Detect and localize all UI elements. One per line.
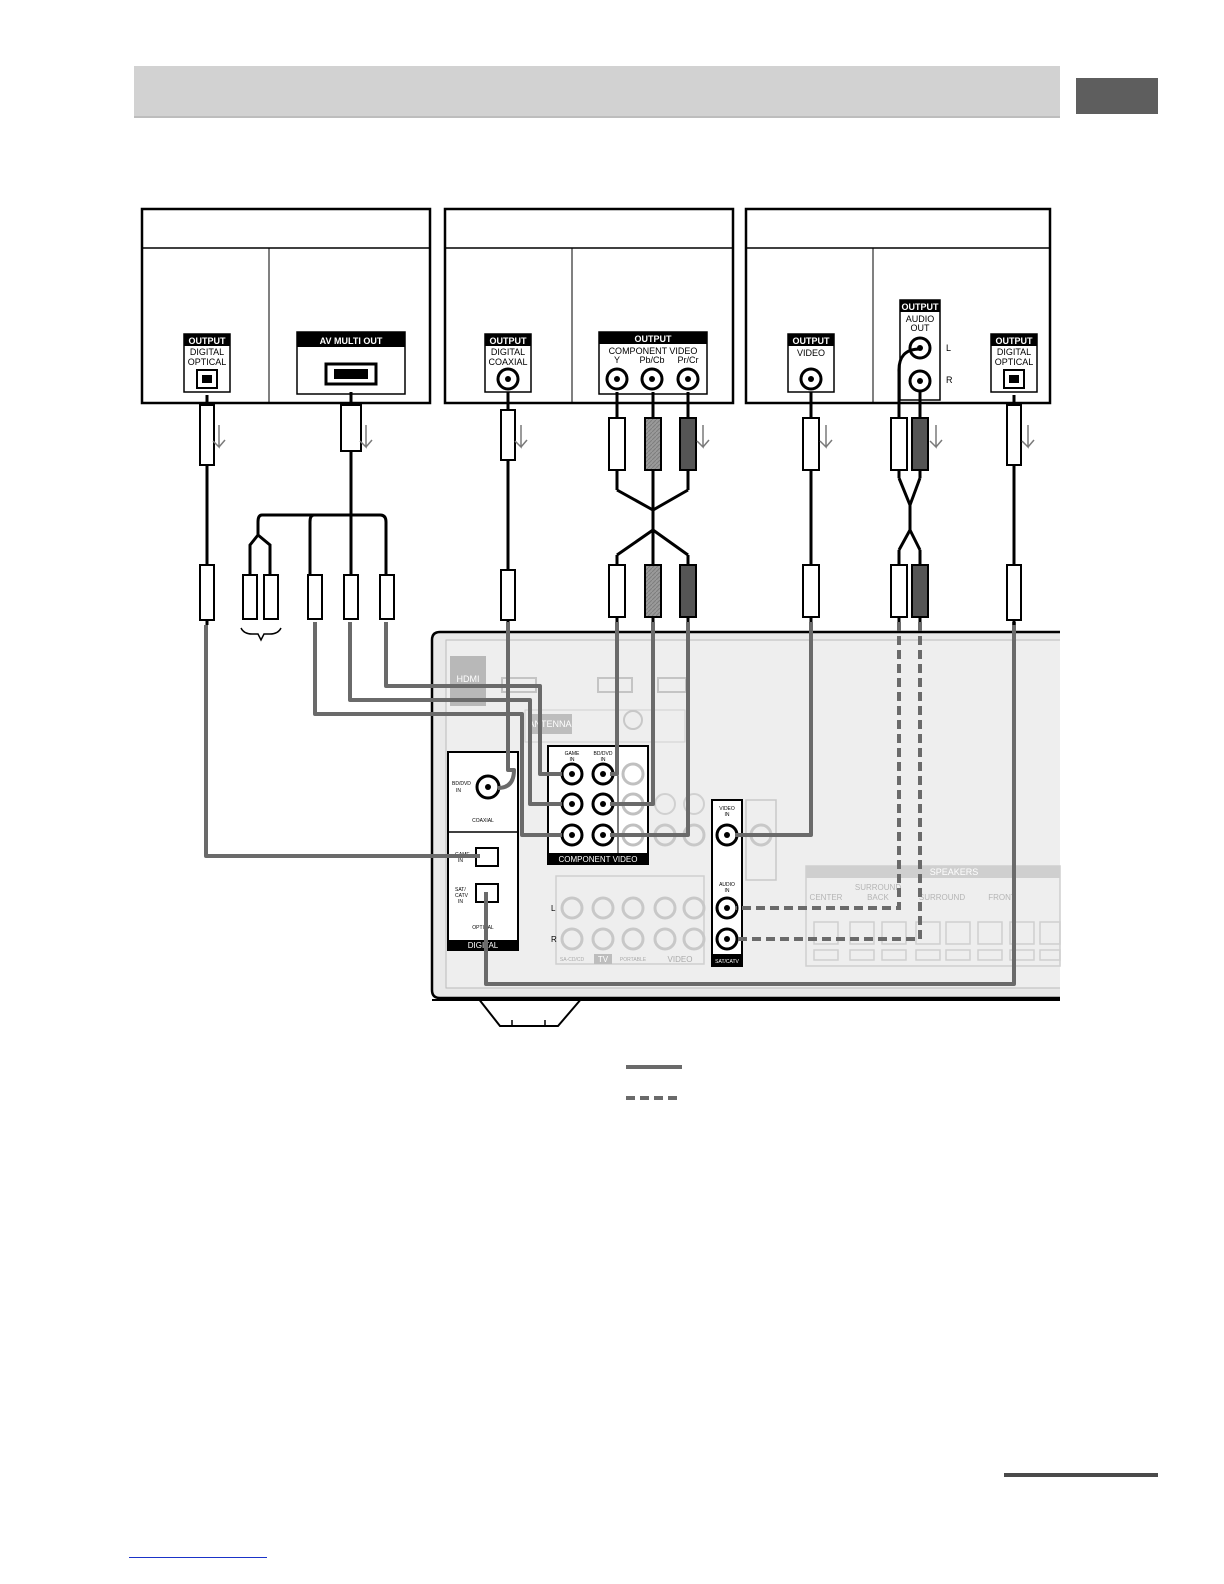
jack-label: COAXIAL xyxy=(488,357,527,367)
bd-dvd-in-label: BD/DVD xyxy=(452,781,471,787)
comp-game-in-label: IN xyxy=(570,757,575,763)
jack-label: DIGITAL xyxy=(491,347,525,357)
audio-l-label: L xyxy=(551,904,556,913)
center-label: CENTER xyxy=(810,893,843,902)
output-badge: OUTPUT xyxy=(902,302,940,312)
footer-link-underline[interactable] xyxy=(129,1557,267,1558)
portable-label: PORTABLE xyxy=(620,957,647,963)
jack-label: AUDIO xyxy=(906,314,935,324)
jack-label-r: R xyxy=(946,375,953,385)
digital-label: DIGITAL xyxy=(468,941,499,950)
surround-back-label: SURROUND xyxy=(855,883,901,892)
jack-label: VIDEO xyxy=(797,348,825,358)
comp-bd-dvd-in-label: IN xyxy=(601,757,606,763)
surround-label: SURROUND xyxy=(919,893,965,902)
front-label: FRONT xyxy=(988,893,1016,902)
jack-group-coaxial: OUTPUT DIGITAL COAXIAL xyxy=(484,333,532,393)
output-badge: OUTPUT xyxy=(189,336,227,346)
output-badge: OUTPUT xyxy=(490,336,528,346)
jack-group-component: OUTPUT COMPONENT VIDEO Y Pb/Cb Pr/Cr xyxy=(598,331,708,395)
jack-label-l: L xyxy=(946,343,951,353)
sat-catv-label: SAT/CATV xyxy=(715,959,739,965)
optical-label: OPTICAL xyxy=(472,925,494,931)
jack-label-pb: Pb/Cb xyxy=(639,355,664,365)
output-badge: OUTPUT xyxy=(793,336,831,346)
jack-label: DIGITAL xyxy=(190,347,224,357)
output-badge: OUTPUT xyxy=(635,334,673,344)
coaxial-label: COAXIAL xyxy=(472,818,494,824)
surround-back-label: BACK xyxy=(867,893,889,902)
game-in-label: IN xyxy=(458,858,463,864)
antenna-label: ANTENNA xyxy=(528,719,571,729)
audio-in-label: AUDIO xyxy=(719,882,735,888)
comp-game-in-label: GAME xyxy=(565,751,580,757)
receiver-panel: HDMI ANTENNA DIGITAL BD/DVD IN COAXIAL G… xyxy=(430,630,1061,1027)
sat-catv-in-label: CATV xyxy=(455,893,469,899)
jack-group-av-multi-out: AV MULTI OUT xyxy=(296,331,406,395)
bottom-rule xyxy=(1004,1473,1158,1477)
signal-flow-arrows xyxy=(212,425,1035,449)
bd-dvd-in-label: IN xyxy=(456,788,461,794)
jack-label-pr: Pr/Cr xyxy=(678,355,699,365)
jack-label: COMPONENT VIDEO xyxy=(609,346,698,356)
video-in-label: VIDEO xyxy=(719,806,735,812)
output-badge: OUTPUT xyxy=(996,336,1034,346)
sat-catv-in-label: SAT/ xyxy=(455,887,466,893)
component-video-label: COMPONENT VIDEO xyxy=(559,855,638,864)
sa-cd-label: SA-CD/CD xyxy=(560,957,585,963)
plug-cables xyxy=(199,347,1022,642)
jack-label: OPTICAL xyxy=(995,357,1034,367)
jack-label: DIGITAL xyxy=(997,347,1031,357)
jack-group-optical-3: OUTPUT DIGITAL OPTICAL xyxy=(990,333,1038,393)
jack-label: OUT xyxy=(911,323,931,333)
audio-in-label: IN xyxy=(725,888,730,894)
av-multi-badge: AV MULTI OUT xyxy=(320,336,383,346)
video-label: VIDEO xyxy=(668,955,693,964)
section-tab xyxy=(1076,78,1158,114)
legend xyxy=(626,1065,682,1100)
comp-bd-dvd-in-label: BD/DVD xyxy=(594,751,613,757)
video-in-label: IN xyxy=(725,812,730,818)
jack-group-optical-1: OUTPUT DIGITAL OPTICAL xyxy=(183,333,231,393)
dashed-audio-cables xyxy=(736,622,922,941)
jack-group-video: OUTPUT VIDEO xyxy=(787,333,835,393)
header-bar xyxy=(134,66,1060,118)
sat-catv-in-label: IN xyxy=(458,899,463,905)
jack-label: OPTICAL xyxy=(188,357,227,367)
cable-routing xyxy=(204,622,1016,986)
tv-label: TV xyxy=(598,955,609,964)
audio-r-label: R xyxy=(551,935,557,944)
jack-label-y: Y xyxy=(614,355,620,365)
speakers-label: SPEAKERS xyxy=(930,867,979,877)
hdmi-label: HDMI xyxy=(457,674,480,684)
